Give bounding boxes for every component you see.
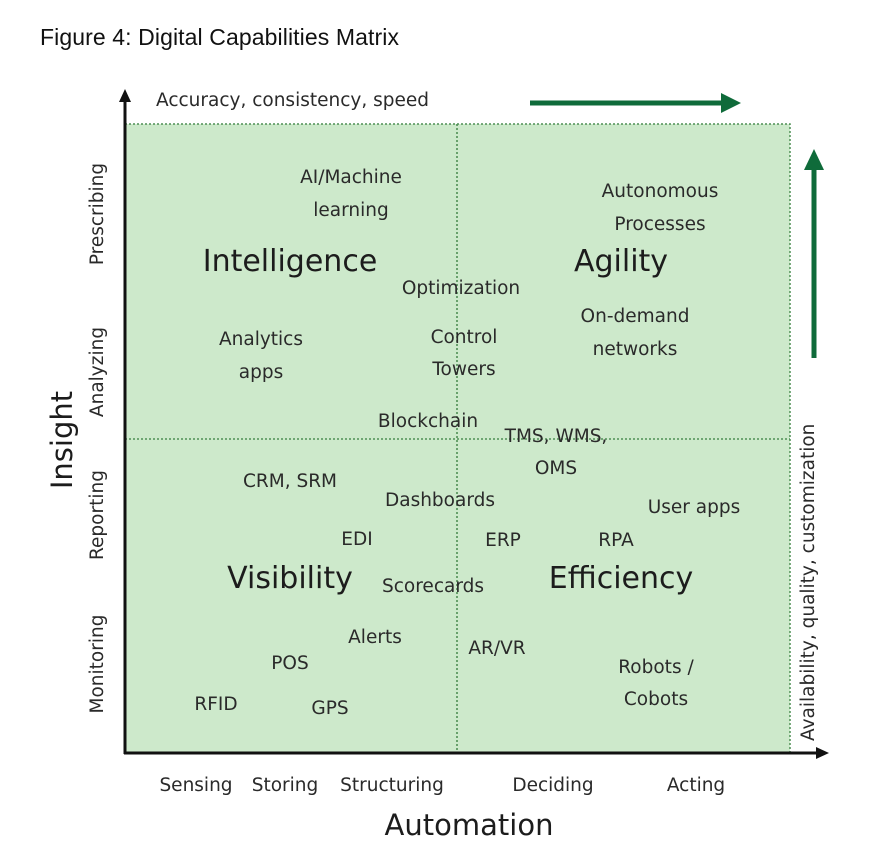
item-blockchain: Blockchain [378,411,478,432]
quadrant-title-efficiency: Efficiency [549,561,694,596]
item-on-demand-networks-line1: On-demand [581,306,690,327]
y-tick-monitoring: Monitoring [87,615,108,714]
item-crm-srm: CRM, SRM [243,471,337,492]
quadrant-title-agility: Agility [574,244,668,279]
item-gps: GPS [311,698,348,719]
right-caption: Availability, quality, customization [798,424,819,741]
item-dashboards: Dashboards [385,490,495,511]
item-alerts: Alerts [348,627,402,648]
y-tick-reporting: Reporting [87,470,108,560]
x-tick-structuring: Structuring [340,775,444,796]
y-tick-prescribing: Prescribing [87,163,108,265]
x-tick-sensing: Sensing [159,775,232,796]
item-rfid: RFID [194,694,237,715]
item-ar-vr: AR/VR [468,638,525,659]
item-autonomous-processes-line1: Autonomous [602,181,719,202]
item-edi: EDI [341,529,372,550]
item-ai-machine-learning-line1: AI/Machine [300,167,402,188]
y-axis-arrowhead [119,89,131,102]
item-rpa: RPA [598,530,634,551]
y-axis-title: Insight [45,391,79,489]
item-autonomous-processes-line2: Processes [614,214,705,235]
item-analytics-apps-line1: Analytics [219,329,303,350]
item-user-apps: User apps [648,497,741,518]
item-robots-cobots-line1: Robots / [618,657,694,678]
x-tick-acting: Acting [667,775,725,796]
item-optimization: Optimization [402,278,520,299]
up-arrow-icon [804,149,824,170]
figure-title: Figure 4: Digital Capabilities Matrix [40,24,400,50]
item-pos: POS [271,653,308,674]
x-axis-arrowhead [816,747,829,759]
quadrant-title-intelligence: Intelligence [203,244,378,279]
item-scorecards: Scorecards [382,576,484,597]
item-on-demand-networks-line2: networks [593,339,678,360]
x-tick-deciding: Deciding [512,775,593,796]
x-tick-storing: Storing [252,775,319,796]
right-arrow-icon [721,93,741,113]
item-tms-wms: TMS, WMS, [504,426,608,447]
item-robots-cobots-line2: Cobots [624,689,688,710]
item-oms: OMS [535,458,577,479]
item-analytics-apps-line2: apps [239,362,283,383]
x-axis-title: Automation [385,808,554,842]
top-caption: Accuracy, consistency, speed [156,90,429,111]
item-erp: ERP [485,530,521,551]
item-control-towers-line2: Towers [431,359,495,380]
item-ai-machine-learning-line2: learning [313,200,388,221]
quadrant-title-visibility: Visibility [227,561,353,596]
item-control-towers-line1: Control [431,327,498,348]
y-tick-analyzing: Analyzing [87,327,108,417]
